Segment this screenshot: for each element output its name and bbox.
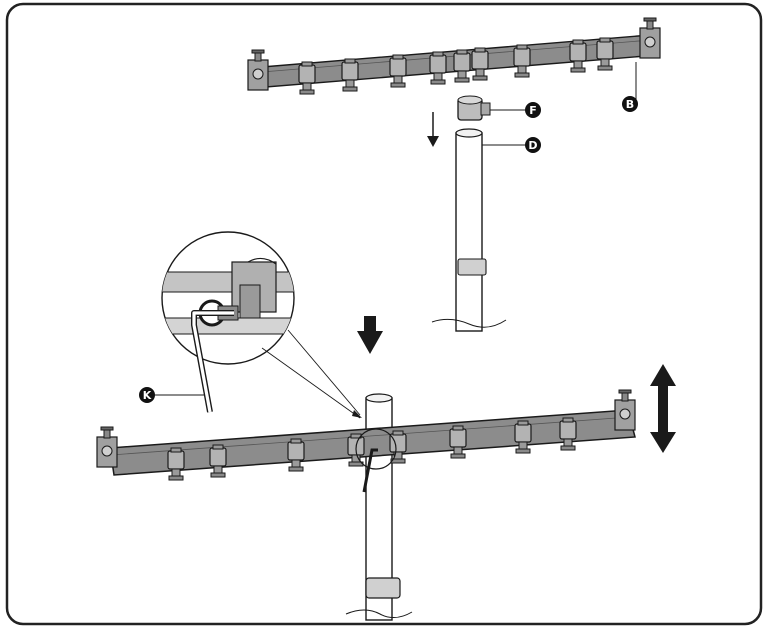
collar-part — [457, 95, 526, 121]
lower-crossbar-assembly — [96, 389, 636, 493]
callout-k-label: K — [143, 389, 152, 402]
arrow-down-icon — [427, 112, 439, 147]
arrow-up-down-icon — [650, 364, 676, 453]
callout-b-label: B — [626, 98, 634, 111]
detail-magnifier — [155, 231, 362, 419]
callout-k: K — [139, 387, 155, 403]
arrow-down-icon — [357, 316, 383, 354]
callout-f-label: F — [529, 104, 537, 117]
callout-b: B — [622, 96, 638, 112]
pole-part — [431, 128, 526, 332]
callout-f: F — [525, 102, 541, 118]
callout-d-label: D — [528, 139, 537, 152]
callout-d: D — [525, 137, 541, 153]
top-crossbar-assembly — [247, 17, 661, 105]
